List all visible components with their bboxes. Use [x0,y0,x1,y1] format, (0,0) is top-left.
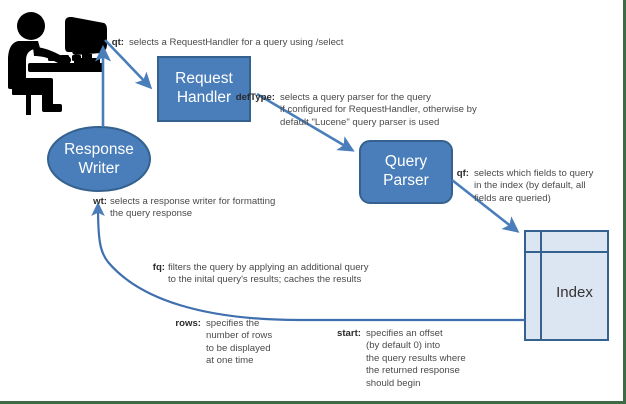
annotation-start-body: specifies an offset (by default 0) into … [366,328,466,390]
arrow-request-handler-to-query-parser [256,92,355,152]
annotation-qf-line-1: selects which fields to query [474,168,594,179]
response-writer-node-shape[interactable] [47,126,151,192]
annotation-deftype-body: selects a query parser for the query if … [280,92,477,129]
annotation-start-line-3: the query results where [366,352,466,364]
annotation-qt-key: qt: [111,37,124,48]
annotation-deftype-line-3: default "Lucene" query parser is used [280,116,440,128]
person-at-computer-icon [8,12,107,115]
annotation-fq-body: filters the query by applying an additio… [168,262,369,287]
annotation-start-line-5: should begin [366,377,421,389]
response-writer-label-line1: Response [64,141,134,158]
annotation-qt-line-1: selects a RequestHandler for a query usi… [129,37,344,48]
annotation-fq-line-2: to the inital query's results; caches th… [168,274,362,286]
query-parser-label-line2: Parser [383,172,429,189]
annotation-start-line-2: (by default 0) into [366,340,441,352]
annotation-start-key: start: [337,328,361,339]
arrow-query-parser-to-index [451,178,520,233]
annotation-wt-line-1: selects a response writer for formatting [110,196,276,207]
query-parser-label: Query Parser [360,152,452,190]
request-handler-label-line2: Handler [176,89,232,106]
annotation-rows-line-3: to be displayed [206,342,271,354]
query-parser-label-line1: Query [384,153,428,170]
annotation-qf-key: qf: [456,168,469,179]
request-handler-label-line1: Request [175,70,233,87]
query-parser-node-shape[interactable] [359,140,453,204]
annotation-qt-body: selects a RequestHandler for a query usi… [129,37,343,49]
index-label: Index [556,284,593,301]
annotation-fq-line-1: filters the query by applying an additio… [168,262,369,273]
arrow-user-to-request-handler [104,39,153,90]
annotation-rows-line-2: number of rows [206,330,273,342]
response-writer-label-line2: Writer [78,160,120,177]
request-handler-label: Request Handler [158,69,250,107]
annotation-start-line-1: specifies an offset [366,328,443,339]
request-handler-node-shape[interactable] [157,56,251,122]
annotation-wt-line-2: the query response [110,208,193,220]
annotation-wt-key: wt: [93,196,107,207]
annotation-rows-body: specifies the number of rows to be displ… [206,318,272,368]
annotation-rows-line-1: specifies the [206,318,260,329]
response-writer-label: Response Writer [48,140,150,178]
annotation-qf-line-2: in the index (by default, all [474,180,586,192]
index-node-shape[interactable] [524,230,609,341]
annotation-qf-line-3: fields are queried) [474,192,551,204]
annotation-deftype-line-2: if configured for RequestHandler, otherw… [280,104,477,116]
annotation-deftype-line-1: selects a query parser for the query [280,92,431,103]
annotation-wt-body: selects a response writer for formatting… [110,196,275,221]
annotation-start-line-4: the returned response [366,365,460,377]
annotation-qf-body: selects which fields to query in the ind… [474,168,593,205]
annotation-rows-key: rows: [175,318,201,329]
annotation-rows-line-4: at one time [206,355,254,367]
annotation-fq-key: fq: [152,262,165,273]
annotation-deftype-key: defType: [235,92,275,103]
arrow-index-to-response-writer [91,201,525,322]
